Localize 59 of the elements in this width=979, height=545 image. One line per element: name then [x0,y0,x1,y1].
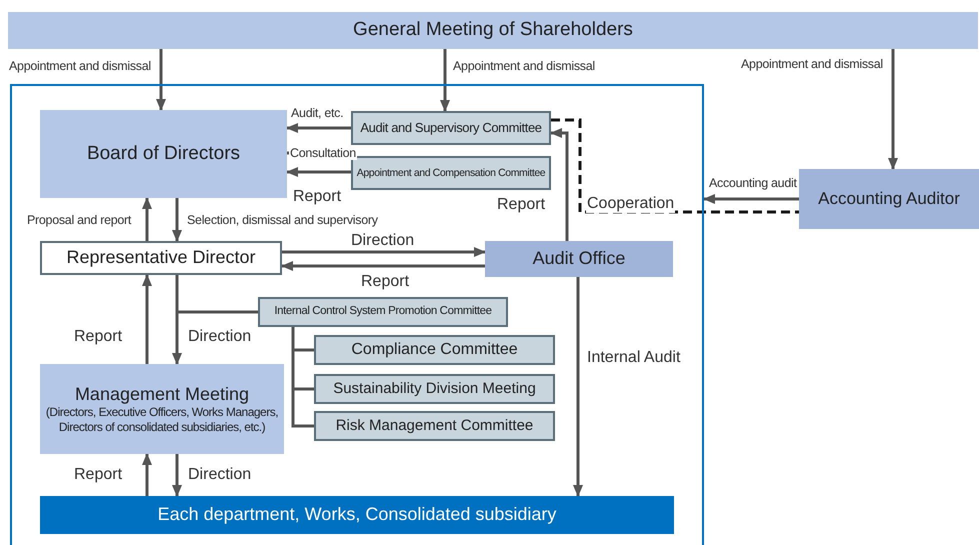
edge-label: Report [73,466,124,484]
connector-line [176,275,258,314]
edge-label: Cooperation [586,195,676,214]
arrow [282,247,486,257]
box-title: Appointment and Compensation Committee [356,166,546,180]
arrow [142,274,152,364]
box-title: Internal Control System Promotion Committee [274,305,492,319]
committee-box [258,297,508,327]
arrow [550,128,568,241]
box-title: Compliance Committee [351,340,518,360]
edge-label: Selection, dismissal and supervisory [186,213,379,228]
committee-box [314,411,555,441]
arrow [888,49,898,170]
box-title: Audit and Supervisory Committee [360,120,542,136]
edge-label: Proposal and report [26,213,132,228]
department-bar [40,496,674,534]
box-title: Management Meeting [74,384,250,406]
box-title: Audit Office [532,248,626,270]
edge-label: Report [360,273,410,292]
organization-box [40,364,284,454]
box-title: General Meeting of Shareholders [353,19,633,42]
arrow [286,123,351,133]
edge-label: Report [292,188,342,206]
box-note: (Directors, Executive Officers, Works Managers, Directors of consolidated subsidiaries, etc.) [44,405,280,434]
committee-box [351,111,551,145]
box-title: Board of Directors [86,142,240,166]
organization-box [799,169,979,229]
box-title: Sustainability Division Meeting [333,380,536,398]
arrow [573,277,583,497]
arrow [142,453,152,496]
arrow [172,454,182,497]
committee-box [351,156,551,190]
box-title: Representative Director [66,247,256,269]
box-title: Accounting Auditor [818,188,960,210]
committee-box [314,374,555,404]
organization-box [485,241,673,277]
arrow [703,194,799,204]
committee-box [314,335,555,365]
edge-label: Consultation [289,146,357,160]
organization-box [40,241,282,275]
edge-label: Report [496,196,546,214]
arrow [281,261,485,271]
edge-label: Accounting audit [708,176,798,190]
edge-label: Audit, etc. [290,106,344,120]
edge-label: Appointment and dismissal [740,57,884,72]
arrow [172,198,182,242]
arrow [142,197,152,241]
edge-label: Appointment and dismissal [8,59,152,74]
company-frame [10,84,704,545]
dashed-line [551,118,799,214]
box-title: Risk Management Committee [336,417,534,435]
edge-label: Report [73,328,124,346]
arrow [156,49,166,111]
organization-box [40,110,287,198]
edge-label: Appointment and dismissal [452,59,596,74]
organization-box [8,12,978,49]
arrow [440,49,450,112]
arrow [286,167,351,177]
box-title: Each department, Works, Consolidated subsidiary [158,504,556,526]
